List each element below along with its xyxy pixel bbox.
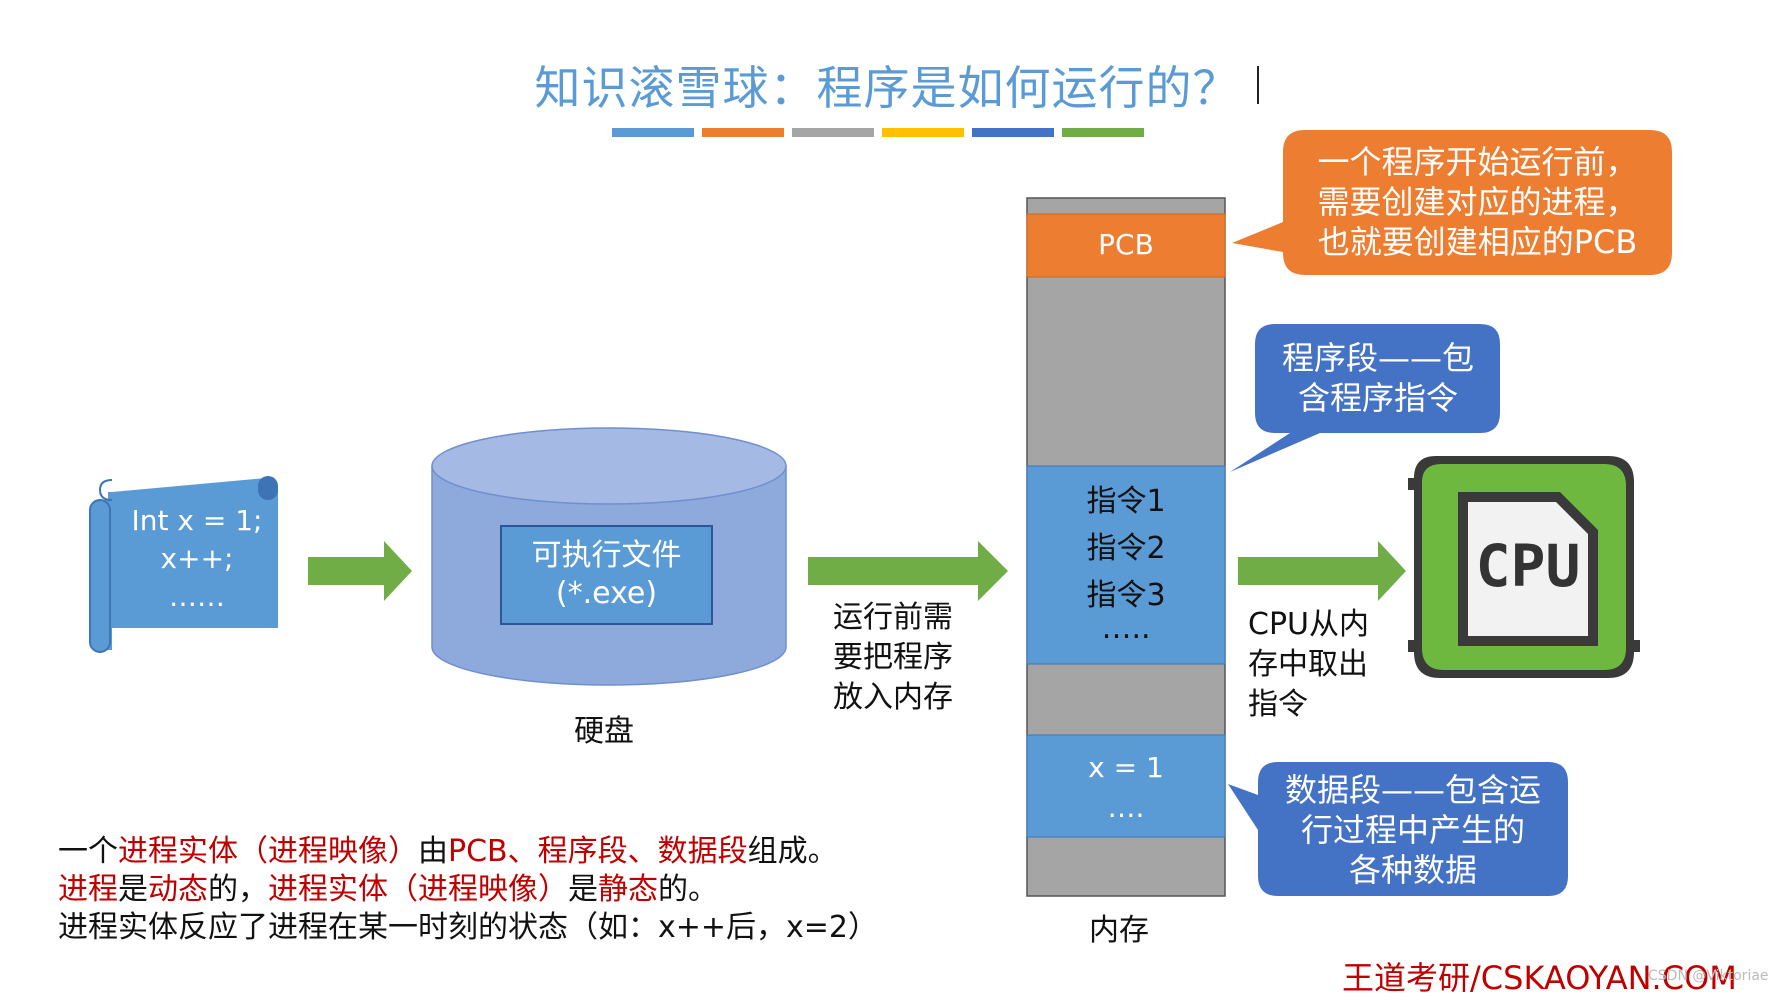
executable-file-name: 可执行文件 xyxy=(531,538,682,573)
memory-caption: 内存 xyxy=(1089,913,1149,948)
data-value-x: x = 1 xyxy=(1088,751,1164,784)
cpu-fetch-note: CPU从内 存中取出 指令 xyxy=(1248,605,1369,725)
color-bar-segment-1 xyxy=(612,128,694,137)
load-note-line-3: 放入内存 xyxy=(833,680,953,715)
program-segment-callout-shape xyxy=(1230,324,1500,472)
pcb-callout-shape xyxy=(1232,130,1672,275)
program-segment-callout: 程序段——包 含程序指令 xyxy=(1262,338,1494,418)
note2-part-f: 是 xyxy=(568,872,598,907)
note-line-2: 进程是动态的，进程实体（进程映像）是静态的。 xyxy=(58,864,718,908)
pcb-callout-line-3: 也就要创建相应的PCB xyxy=(1317,223,1638,261)
color-bar-segment-4 xyxy=(882,128,964,137)
data-segment-callout: 数据段——包含运 行过程中产生的 各种数据 xyxy=(1262,770,1564,890)
note1-part-e: 组成。 xyxy=(747,834,838,869)
note2-part-e: 进程实体（进程映像） xyxy=(268,872,568,907)
instruction-3: 指令3 xyxy=(1086,578,1166,613)
note1-part-a: 一个 xyxy=(58,834,118,869)
disk-caption: 硬盘 xyxy=(574,714,634,749)
instruction-more: ….. xyxy=(1101,611,1151,646)
pcb-callout: 一个程序开始运行前， 需要创建对应的进程， 也就要创建相应的PCB xyxy=(1290,142,1665,262)
pcb-callout-line-2: 需要创建对应的进程， xyxy=(1317,183,1638,221)
memory-column xyxy=(1026,197,1226,897)
note2-part-b: 是 xyxy=(118,872,148,907)
data-segment-callout-shape xyxy=(1228,762,1568,896)
code-line-2: x++; xyxy=(160,542,234,575)
note2-part-g: 静态 xyxy=(598,872,658,907)
code-line-1: Int x = 1; xyxy=(131,504,263,537)
cpu-note-line-1: CPU从内 xyxy=(1248,607,1369,642)
pcb-callout-line-1: 一个程序开始运行前， xyxy=(1317,143,1638,181)
note2-part-h: 的。 xyxy=(658,872,718,907)
executable-file-box: 可执行文件 (*.exe) xyxy=(500,525,713,625)
arrow-disk-to-memory xyxy=(808,541,1008,601)
data-values: x = 1 …. xyxy=(1027,748,1225,828)
arrow-memory-to-cpu xyxy=(1238,541,1406,601)
note-line-3: 进程实体反应了进程在某一时刻的状态（如：x++后，x=2） xyxy=(58,910,879,945)
instruction-list: 指令1 指令2 指令3 ….. xyxy=(1027,478,1225,646)
arrow-scroll-to-disk xyxy=(308,541,412,601)
cpu-chip-icon xyxy=(1408,456,1640,678)
code-line-3: …… xyxy=(169,580,225,613)
color-bar-segment-6 xyxy=(1062,128,1144,137)
note2-part-d: 的， xyxy=(208,872,268,907)
cpu-note-line-2: 存中取出 xyxy=(1248,647,1368,682)
data-segment-line-3: 各种数据 xyxy=(1348,851,1477,889)
note1-part-d: PCB、程序段、数据段 xyxy=(448,834,748,869)
program-segment-line-2: 含程序指令 xyxy=(1297,379,1458,417)
load-into-memory-note: 运行前需 要把程序 放入内存 xyxy=(833,598,953,718)
load-note-line-2: 要把程序 xyxy=(833,640,953,675)
color-bar-segment-2 xyxy=(702,128,784,137)
load-note-line-1: 运行前需 xyxy=(833,600,953,635)
data-segment-line-2: 行过程中产生的 xyxy=(1300,811,1525,849)
data-segment-line-1: 数据段——包含运 xyxy=(1284,771,1541,809)
instruction-2: 指令2 xyxy=(1086,531,1166,566)
cpu-note-line-3: 指令 xyxy=(1248,687,1308,722)
data-value-more: …. xyxy=(1107,791,1145,824)
instruction-1: 指令1 xyxy=(1086,484,1166,519)
text-cursor xyxy=(1257,66,1259,104)
code-snippet: Int x = 1; x++; …… xyxy=(122,502,272,616)
cpu-chip-label: CPU xyxy=(1475,532,1581,600)
program-segment-line-1: 程序段——包 xyxy=(1281,339,1474,377)
note2-part-c: 动态 xyxy=(148,872,208,907)
executable-file-ext: (*.exe) xyxy=(555,576,658,611)
note-line-1: 一个进程实体（进程映像）由PCB、程序段、数据段组成。 xyxy=(58,826,838,870)
note1-part-b: 进程实体（进程映像） xyxy=(118,834,418,869)
color-bar-segment-5 xyxy=(972,128,1054,137)
note2-part-a: 进程 xyxy=(58,872,118,907)
watermark: CSDN @Viktoriae xyxy=(1648,968,1769,984)
color-bar-segment-3 xyxy=(792,128,874,137)
note1-part-c: 由 xyxy=(418,834,448,869)
scroll-shape xyxy=(89,476,278,653)
pcb-label: PCB xyxy=(1098,228,1154,261)
page-title: 知识滚雪球：程序是如何运行的？ xyxy=(534,61,1240,115)
